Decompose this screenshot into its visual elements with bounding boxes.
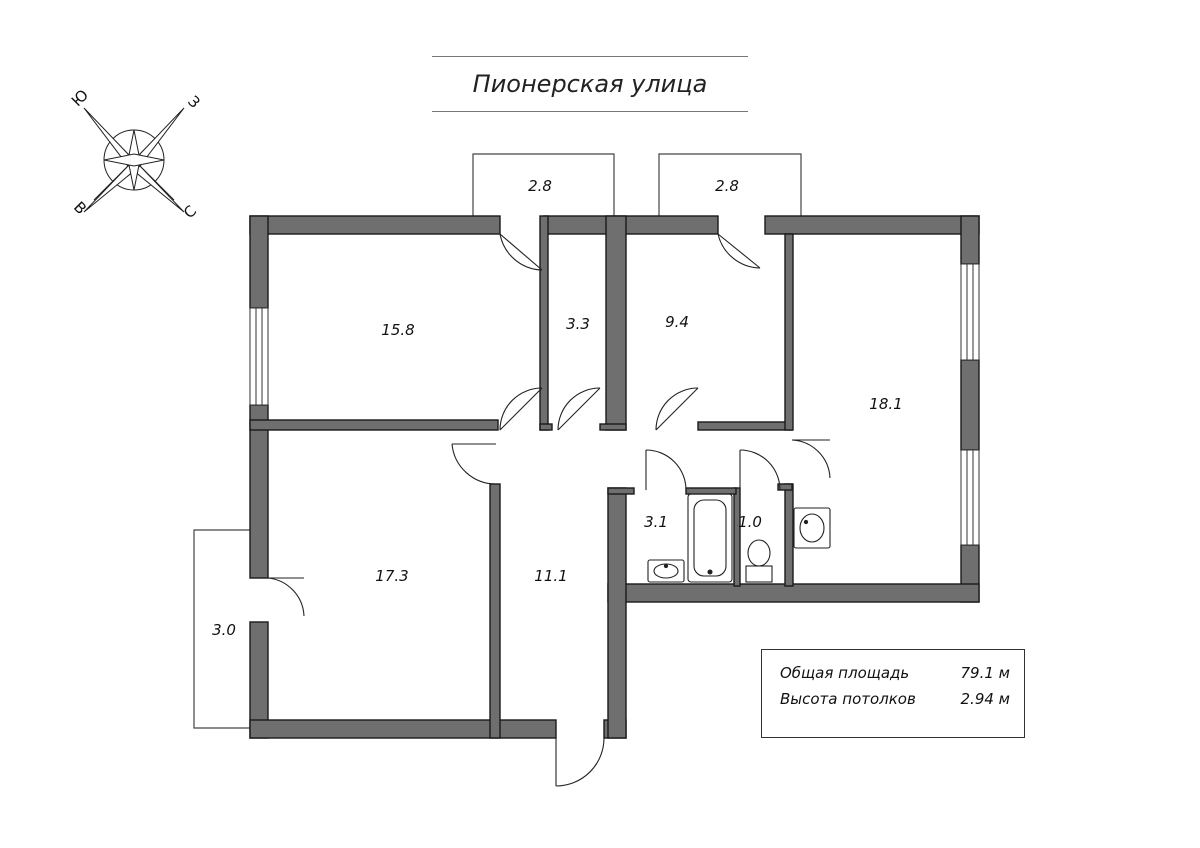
room-kitchen-area: 9.4 xyxy=(665,313,689,331)
room-living-area: 18.1 xyxy=(869,395,903,413)
wall-bath-top-2 xyxy=(685,487,737,495)
balcony-left-area: 3.0 xyxy=(212,621,236,639)
wall-wc-top xyxy=(777,483,793,491)
walls xyxy=(249,215,980,739)
room-bedroom-top-left-area: 15.8 xyxy=(381,321,415,339)
wall-top-2 xyxy=(543,215,719,235)
summary-box: Общая площадь 79.1 м Высота потолков 2.9… xyxy=(761,649,1025,738)
wall-storage-stub-2 xyxy=(599,423,627,431)
wall-mid-horizontal xyxy=(249,419,499,431)
door-living xyxy=(791,439,831,479)
wall-wc-right xyxy=(784,483,794,587)
door-toilet xyxy=(739,449,781,491)
doors xyxy=(267,233,831,787)
toilet-icon xyxy=(745,539,773,583)
wall-bath-divider xyxy=(733,487,741,587)
door-storage xyxy=(557,387,601,431)
compass-rose-icon xyxy=(83,107,185,213)
window-right-2 xyxy=(960,449,980,546)
room-hallway-area: 11.1 xyxy=(534,567,568,585)
door-bathroom xyxy=(645,449,687,491)
balcony-top-left-outline xyxy=(472,153,615,216)
door-balcony-left xyxy=(267,577,305,617)
ceiling-height-row: Высота потолков 2.94 м xyxy=(780,686,1010,712)
wall-lower-right xyxy=(607,583,980,603)
balcony-top-right-area: 2.8 xyxy=(715,177,739,195)
windows xyxy=(249,263,980,546)
wall-storage-right xyxy=(605,215,627,431)
wall-kitchen-bottom xyxy=(697,421,793,431)
balcony-top-right-outline xyxy=(658,153,802,216)
door-balcony-top-right xyxy=(717,233,761,269)
window-right-1 xyxy=(960,263,980,361)
wall-left-2 xyxy=(249,404,269,579)
sink-bathroom-icon xyxy=(647,559,685,583)
door-bedroom-bottom xyxy=(451,443,497,485)
window-left xyxy=(249,307,269,406)
wall-storage-stub xyxy=(539,423,553,431)
ceiling-height-label: Высота потолков xyxy=(780,690,916,708)
door-bedroom-top xyxy=(499,387,543,431)
balcony-left-outline xyxy=(193,529,250,729)
total-area-label: Общая площадь xyxy=(780,664,910,682)
street-name: Пионерская улица xyxy=(432,56,748,112)
wall-left-1 xyxy=(249,215,269,309)
wall-top-1 xyxy=(249,215,501,235)
wall-right-1 xyxy=(960,215,980,265)
door-entrance xyxy=(555,737,605,787)
balconies xyxy=(193,153,802,729)
room-storage-area: 3.3 xyxy=(566,315,590,333)
wall-living-left xyxy=(784,233,794,431)
sink-kitchen-icon xyxy=(793,507,831,549)
fixtures xyxy=(647,493,831,583)
door-kitchen xyxy=(655,387,699,431)
room-bathroom-area: 3.1 xyxy=(644,513,668,531)
wall-storage-left xyxy=(539,215,549,431)
room-toilet-area: 1.0 xyxy=(738,513,762,531)
wall-right-2 xyxy=(960,359,980,451)
door-balcony-top-left xyxy=(499,233,543,271)
bathtub-icon xyxy=(687,493,733,583)
wall-hall-left xyxy=(489,483,501,739)
wall-bath-top xyxy=(607,487,635,495)
balcony-top-left-area: 2.8 xyxy=(528,177,552,195)
ceiling-height-value: 2.94 м xyxy=(960,690,1010,708)
room-bedroom-bottom-left-area: 17.3 xyxy=(375,567,409,585)
wall-hall-right xyxy=(607,487,627,739)
wall-bottom-1 xyxy=(249,719,557,739)
total-area-value: 79.1 м xyxy=(960,664,1010,682)
total-area-row: Общая площадь 79.1 м xyxy=(780,660,1010,686)
wall-top-3 xyxy=(764,215,980,235)
